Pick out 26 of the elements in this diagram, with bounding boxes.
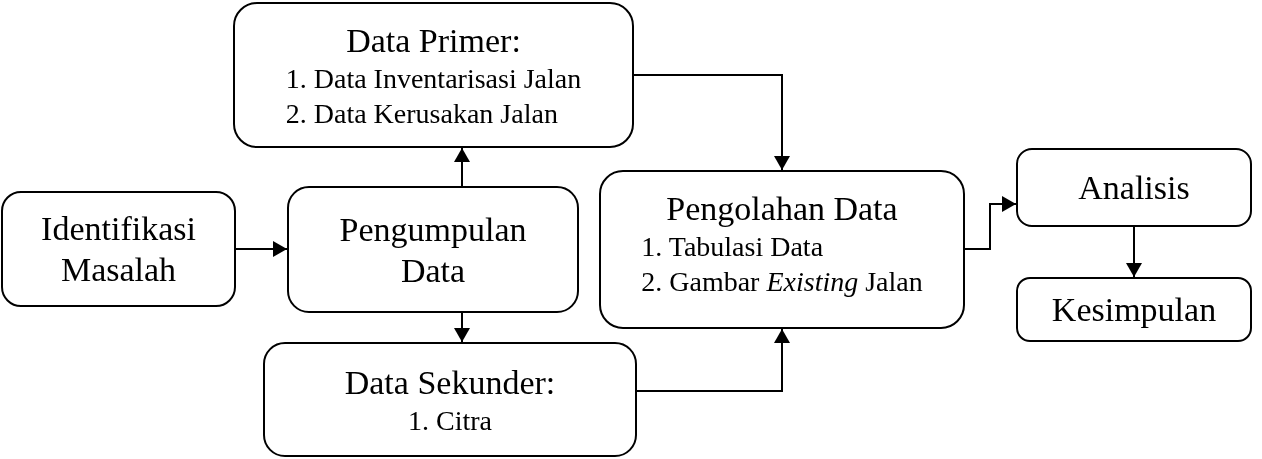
arrow (633, 74, 790, 171)
process-box (1016, 277, 1252, 342)
list-item: 2. Data Kerusakan Jalan (285, 96, 558, 131)
process-box (599, 170, 965, 329)
arrow (636, 328, 790, 392)
arrow (964, 196, 1017, 250)
box-label: Identifikasi Masalah (40, 209, 197, 290)
arrow (1126, 226, 1142, 278)
process-box (1, 191, 236, 307)
list-item: 2. Gambar Existing Jalan (641, 265, 923, 299)
box-heading: Pengolahan Data (666, 189, 898, 229)
list-item: 1. Data Inventarisasi Jalan (285, 61, 582, 96)
box-label: Kesimpulan (1051, 290, 1217, 330)
list-item: 1. Citra (408, 403, 492, 438)
process-box (263, 342, 637, 457)
process-box (233, 2, 634, 148)
arrow (454, 312, 470, 343)
process-box (1016, 148, 1252, 227)
arrow (454, 147, 470, 187)
box-heading: Data Sekunder: (344, 362, 556, 403)
arrow (235, 241, 288, 257)
box-label: Pengumpulan Data (338, 209, 528, 291)
process-box (287, 186, 579, 313)
box-label: Analisis (1078, 168, 1190, 208)
box-heading: Data Primer: (346, 20, 521, 61)
list-item: 1. Tabulasi Data (641, 230, 824, 264)
